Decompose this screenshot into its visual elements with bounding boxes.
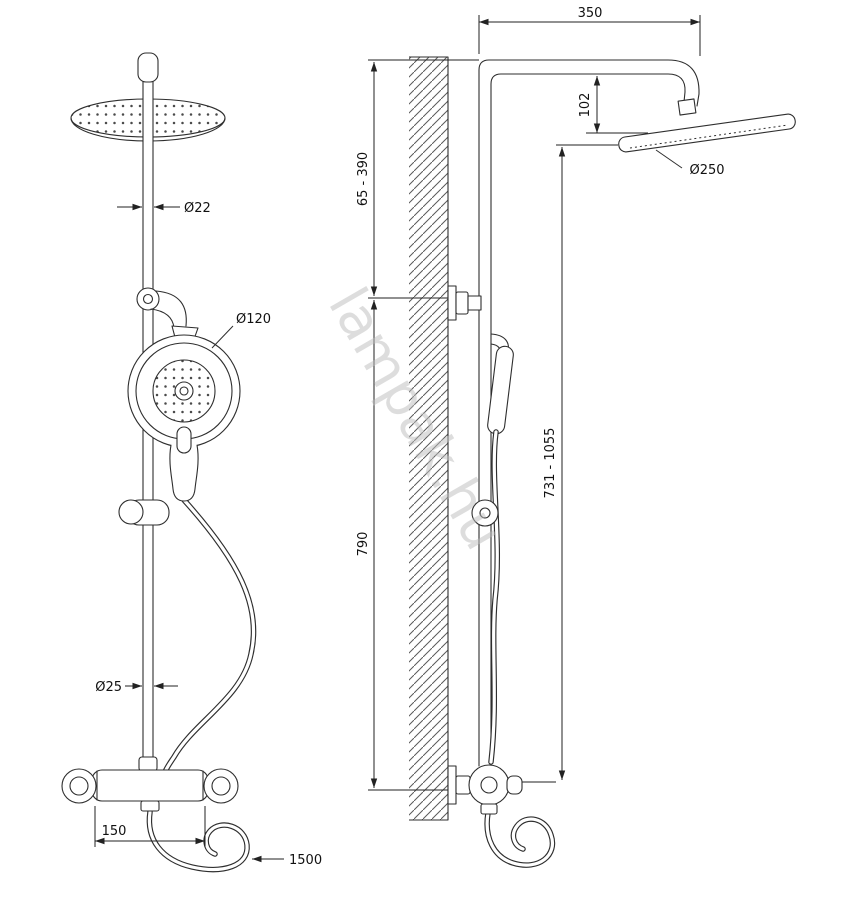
riser-top-connector (137, 52, 159, 83)
dim-overall-range-label: 731 - 1055 (543, 428, 558, 499)
dim-head-drop-label: 102 (578, 93, 593, 118)
mixer-hose-nut (140, 800, 160, 812)
rain-head-nozzles (629, 124, 789, 149)
side-view: 350 102 Ø250 65 - 390 790 731 - 1055 (356, 6, 796, 868)
mixer-joint (138, 756, 158, 772)
dim-hose-length: 1500 (252, 853, 322, 868)
mixer-valve-front (61, 756, 239, 812)
dim-column-height-label: 790 (356, 532, 371, 557)
mixer-handle-side (506, 775, 523, 795)
shower-hose-loop-side (484, 810, 556, 868)
dim-arm-reach-label: 350 (578, 6, 603, 21)
hand-shower-holder (136, 287, 199, 343)
dim-inlet-spacing-label: 150 (102, 824, 127, 839)
dim-upper-adjust-range-label: 65 - 390 (356, 152, 371, 206)
hand-shower-button (176, 426, 192, 454)
dim-head-drop: 102 (578, 76, 601, 133)
mixer-valve-side (447, 764, 523, 815)
mixer-left-knob (61, 768, 97, 804)
mixer-escutcheon (447, 765, 457, 805)
wall-bracket (447, 285, 482, 321)
dim-column-height: 790 (356, 300, 378, 788)
mixer-right-knob (203, 768, 239, 804)
dim-overall-range: 731 - 1055 (543, 147, 566, 780)
rain-shower-head-side (618, 98, 796, 153)
arm-elbow (667, 59, 700, 107)
mixer-hose-nut-side (480, 803, 498, 815)
dim-arm-reach: 350 (478, 6, 701, 56)
column-pipe-side (478, 59, 700, 767)
mixer-body (91, 769, 209, 802)
rain-head-nut (677, 98, 697, 116)
shower-hose-loop-front (146, 809, 250, 873)
wall-section (409, 56, 449, 821)
shower-hose-upper-front (162, 497, 257, 775)
hand-shower-front (127, 334, 241, 448)
dim-riser-pipe-diameter-label: Ø22 (184, 201, 211, 216)
rain-head-panel (618, 113, 796, 153)
hand-shower-side (487, 333, 514, 435)
dim-head-diameter-label: Ø250 (689, 163, 724, 178)
shower-hose-side (488, 429, 500, 765)
dim-lower-pipe-diameter: Ø25 (95, 680, 178, 695)
dim-hand-shower-diameter: Ø120 (211, 312, 271, 349)
dim-lower-pipe-diameter-label: Ø25 (95, 680, 122, 695)
mixer-body-side (468, 764, 510, 806)
dim-inlet-spacing: 150 (94, 806, 206, 847)
dim-hand-shower-diameter-label: Ø120 (236, 312, 271, 327)
dim-riser-pipe-diameter: Ø22 (117, 201, 211, 216)
hand-shower-handle (169, 444, 199, 502)
wall-hatch (409, 57, 448, 820)
dim-hose-length-label: 1500 (289, 853, 322, 868)
slider-knob-side (471, 499, 499, 527)
front-view: Ø22 Ø120 (61, 52, 322, 873)
slider-clamp (118, 499, 170, 526)
dim-head-diameter: Ø250 (655, 149, 725, 178)
dim-upper-adjust-range: 65 - 390 (356, 62, 378, 296)
